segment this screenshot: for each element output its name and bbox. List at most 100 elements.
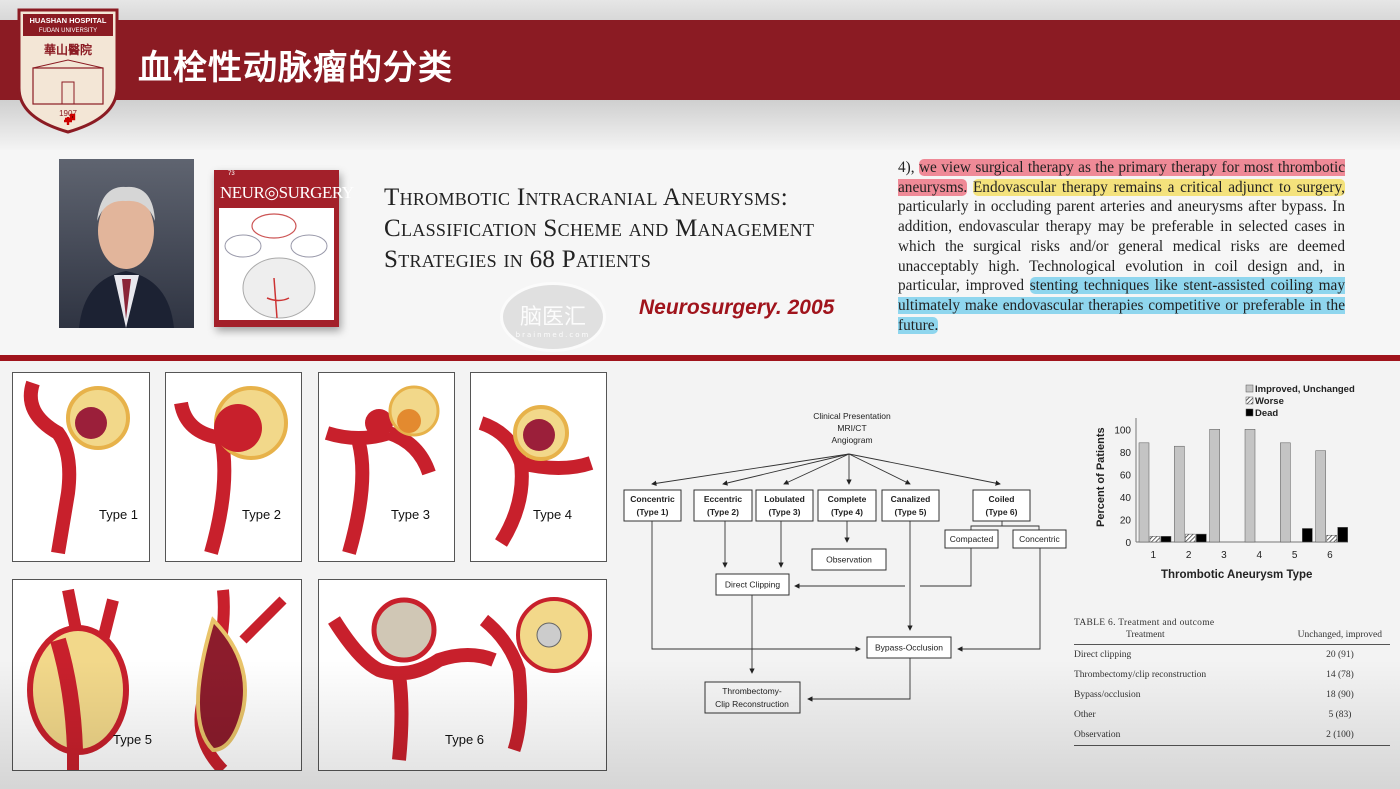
- flow-box-label: Concentric: [1019, 534, 1060, 544]
- legend-label: Worse: [1255, 396, 1284, 407]
- table-bottom-rule: [1074, 745, 1390, 746]
- x-tick-label: 4: [1257, 550, 1263, 561]
- hospital-logo: HUASHAN HOSPITAL FUDAN UNIVERSITY 華山醫院 1…: [17, 8, 119, 134]
- flow-root-line: MRI/CT: [837, 423, 866, 433]
- flow-category-type: (Type 3): [769, 507, 801, 517]
- flow-category-type: (Type 2): [707, 507, 739, 517]
- flow-box-label: Observation: [826, 555, 872, 565]
- top-strip: [0, 0, 1400, 20]
- quote-excerpt: 4), we view surgical therapy as the prim…: [898, 158, 1345, 335]
- quote-plain: particularly in occluding parent arterie…: [898, 198, 1345, 295]
- flow-box-category: [817, 489, 877, 522]
- paper-title-line: Classification Scheme and Management: [384, 215, 815, 242]
- author-portrait: [79, 186, 174, 328]
- flow-box-category: [881, 489, 940, 522]
- aneurysm-drawing: [324, 385, 440, 555]
- bar-dead-type-5: [1302, 528, 1313, 543]
- quote-lead: 4),: [898, 159, 919, 176]
- bar-improved-unchanged-type-1: [1138, 442, 1150, 543]
- cover-illustration: [219, 208, 334, 320]
- bar-improved-unchanged-type-6: [1315, 450, 1326, 543]
- logo-line1: HUASHAN HOSPITAL: [30, 16, 107, 25]
- outcome-table: TABLE 6. Treatment and outcome Treatment…: [1074, 618, 1390, 746]
- bar-improved-unchanged-type-2: [1174, 445, 1185, 543]
- paper-title-line: Thrombotic Intracranial Aneurysms:: [384, 184, 788, 211]
- flow-box: [944, 529, 999, 549]
- flow-category-name: Canalized: [891, 494, 931, 504]
- author-photo: [59, 159, 194, 328]
- type-label: Type 3: [391, 507, 431, 522]
- aneurysm-drawing: [23, 380, 130, 555]
- type-label: Type 2: [242, 507, 282, 522]
- logo-year: 1907: [59, 109, 77, 118]
- flow-box-category: [623, 489, 682, 522]
- flow-box-label: Thrombectomy-: [722, 686, 782, 696]
- journal-citation: Neurosurgery. 2005: [639, 296, 835, 319]
- x-tick-label: 3: [1221, 550, 1227, 561]
- flow-root-line: Angiogram: [831, 435, 872, 445]
- chart-ylabel: Percent of Patients: [1095, 427, 1107, 527]
- flow-box-label: Clip Reconstruction: [715, 699, 789, 709]
- treatment-cell: Observation: [1074, 730, 1121, 740]
- flow-category-name: Concentric: [630, 494, 675, 504]
- cover-title: NEUR◎SURGERY: [220, 183, 354, 202]
- x-tick-label: 1: [1151, 550, 1157, 561]
- flow-box-category: [972, 489, 1031, 522]
- highlight-yellow: Endovascular therapy remains a critical …: [972, 178, 1345, 196]
- cover-volume: 73: [228, 171, 235, 177]
- flow-arrows: [651, 453, 1041, 702]
- outcome-cell: 20 (91): [1326, 650, 1354, 660]
- y-tick-label: 100: [1114, 425, 1131, 436]
- type-label: Type 6: [445, 732, 485, 747]
- flow-box-category: [755, 489, 814, 522]
- watermark-sub: brainmed.com: [515, 331, 591, 339]
- outcome-cell: 5 (83): [1328, 710, 1352, 720]
- title-bar: [0, 20, 1400, 100]
- flow-box-category: [693, 489, 753, 522]
- type-1-illustration: Type 1: [12, 372, 150, 562]
- flow-box: [715, 573, 790, 596]
- table-row: Direct clipping 20 (91): [1074, 645, 1390, 665]
- aneurysm-drawing: [174, 386, 288, 555]
- type-label: Type 5: [113, 732, 153, 747]
- flow-connectors: [920, 521, 1040, 587]
- flow-category-name: Lobulated: [764, 494, 805, 504]
- flow-box-label: Bypass-Occlusion: [875, 643, 943, 653]
- bar-improved-unchanged-type-4: [1244, 429, 1256, 543]
- flow-root-line: Clinical Presentation: [813, 411, 891, 421]
- logo-chinese: 華山醫院: [44, 42, 92, 57]
- y-tick-label: 60: [1120, 470, 1132, 481]
- y-tick-label: 20: [1120, 515, 1132, 526]
- paper-title: Thrombotic Intracranial Aneurysms: Class…: [384, 182, 814, 275]
- bar-improved-unchanged-type-5: [1280, 442, 1291, 543]
- flow-box: [866, 636, 952, 659]
- type-label: Type 4: [533, 507, 573, 522]
- type-2-illustration: Type 2: [165, 372, 302, 562]
- bar-dead-type-1: [1160, 536, 1172, 543]
- flow-box: [811, 548, 887, 571]
- treatment-cell: Bypass/occlusion: [1074, 690, 1141, 700]
- flow-category-type: (Type 5): [895, 507, 927, 517]
- treatment-cell: Direct clipping: [1074, 650, 1132, 660]
- y-tick-label: 40: [1120, 493, 1132, 504]
- watermark-text: 脑医汇: [519, 305, 586, 330]
- chart-xlabel: Thrombotic Aneurysm Type: [1161, 569, 1312, 581]
- slide-title: 血栓性动脉瘤的分类: [138, 48, 453, 88]
- outcome-cell: 2 (100): [1326, 730, 1354, 740]
- flow-category-name: Eccentric: [704, 494, 743, 504]
- flow-category-name: Complete: [828, 494, 867, 504]
- type-4-illustration: Type 4: [470, 372, 607, 562]
- table-body: Direct clipping 20 (91) Thrombectomy/clip …: [1074, 645, 1390, 745]
- legend-label: Dead: [1255, 408, 1278, 419]
- header-shadow: [0, 100, 1400, 150]
- flow-category-type: (Type 6): [986, 507, 1018, 517]
- flow-boxes: Concentric(Type 1)Eccentric(Type 2)Lobul…: [623, 489, 1067, 714]
- aneurysm-drawing: [478, 405, 594, 547]
- journal-cover: 73 NEUR◎SURGERY: [214, 170, 354, 327]
